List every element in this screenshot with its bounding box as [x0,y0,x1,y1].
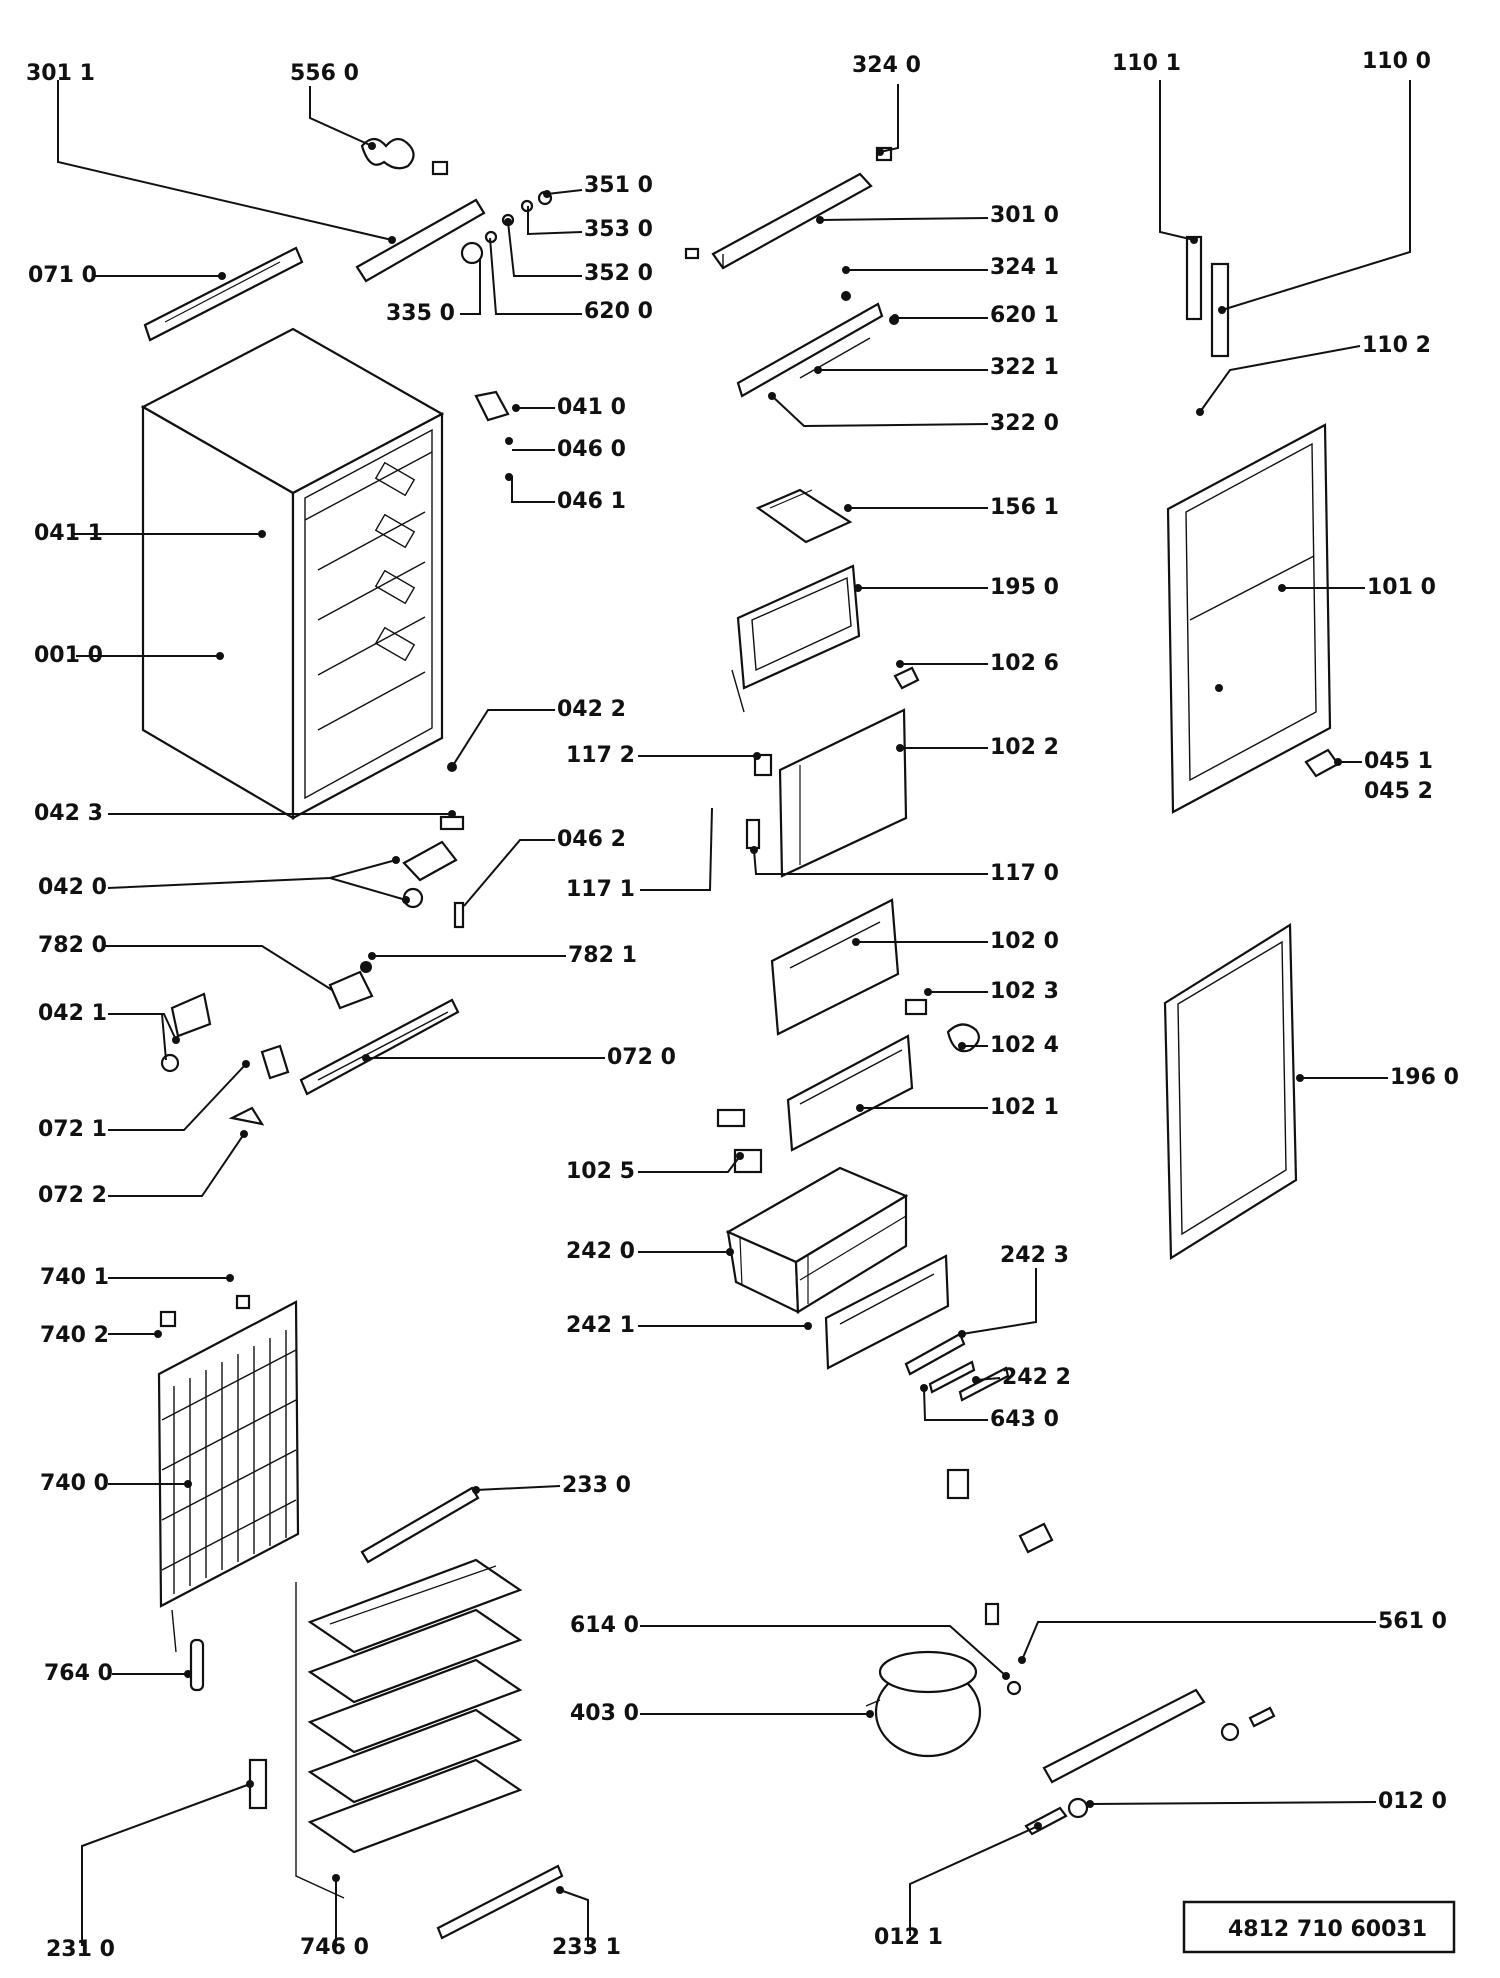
label-046-0: 046 0 [557,437,626,462]
label-042-1: 042 1 [38,1001,107,1026]
label-322-1: 322 1 [990,355,1059,380]
document-number: 4812 710 60031 [1228,1917,1427,1942]
label-042-0: 042 0 [38,875,107,900]
evaporator-door-195-0 [731,564,861,713]
label-101-0: 101 0 [1367,575,1436,600]
label-072-1: 072 1 [38,1117,107,1142]
label-231-0: 231 0 [46,1937,115,1962]
label-353-0: 353 0 [584,217,653,242]
label-556-0: 556 0 [290,61,359,86]
basket-front-242-1 [824,1254,1010,1402]
label-614-0: 614 0 [570,1613,639,1638]
label-620-1: 620 1 [990,303,1059,328]
label-233-0: 233 0 [562,1473,631,1498]
part-labels: 301 1 556 0 324 0 110 1 110 0 351 0 353 … [26,49,1459,1962]
label-335-0: 335 0 [386,301,455,326]
drawer-front-102-1 [716,1034,914,1174]
label-156-1: 156 1 [990,495,1059,520]
label-233-1: 233 1 [552,1935,621,1960]
label-012-1: 012 1 [874,1925,943,1950]
label-042-3: 042 3 [34,801,103,826]
label-195-0: 195 0 [990,575,1059,600]
label-102-0: 102 0 [990,929,1059,954]
label-110-2: 110 2 [1362,333,1431,358]
label-242-0: 242 0 [566,1239,635,1264]
label-561-0: 561 0 [1378,1609,1447,1634]
label-242-1: 242 1 [566,1313,635,1338]
label-071-0: 071 0 [28,263,97,288]
label-301-1: 301 1 [26,61,95,86]
label-117-1: 117 1 [566,877,635,902]
label-746-0: 746 0 [300,1935,369,1960]
shelves-746-0 [248,1558,523,1899]
label-764-0: 764 0 [44,1661,113,1686]
label-012-0: 012 0 [1378,1789,1447,1814]
label-046-2: 046 2 [557,827,626,852]
label-301-0: 301 0 [990,203,1059,228]
hinge-parts-042 [160,762,465,1126]
door-flap-102-2 [745,666,920,878]
label-046-1: 046 1 [557,489,626,514]
label-643-0: 643 0 [990,1407,1059,1432]
label-102-4: 102 4 [990,1033,1059,1058]
label-102-2: 102 2 [990,735,1059,760]
label-196-0: 196 0 [1390,1065,1459,1090]
basket-242-0 [725,1166,909,1314]
bottom-rail-072-0 [299,961,460,1096]
label-324-0: 324 0 [852,53,921,78]
label-102-6: 102 6 [990,651,1059,676]
label-045-2: 045 2 [1364,779,1433,804]
label-403-0: 403 0 [570,1701,639,1726]
condenser-740-0 [157,1294,300,1692]
shelf-supports-233 [360,1486,564,1940]
label-242-3: 242 3 [1000,1243,1069,1268]
upper-panel-301-0 [684,146,893,270]
compressor-403-0 [865,1468,1054,1758]
rail-322 [736,291,899,398]
label-117-0: 117 0 [990,861,1059,886]
label-740-2: 740 2 [40,1323,109,1348]
label-322-0: 322 0 [990,411,1059,436]
label-782-1: 782 1 [568,943,637,968]
cabinet-001-0 [140,327,445,820]
label-102-5: 102 5 [566,1159,635,1184]
control-panel-301-1 [355,137,553,283]
label-042-2: 042 2 [557,697,626,722]
gasket-196-0 [1163,923,1298,1260]
document-number-box: 4812 710 60031 [1182,1900,1456,1954]
label-001-0: 001 0 [34,643,103,668]
label-102-1: 102 1 [990,1095,1059,1120]
ice-tray-156-1 [755,488,853,544]
label-351-0: 351 0 [584,173,653,198]
label-740-1: 740 1 [40,1265,109,1290]
label-324-1: 324 1 [990,255,1059,280]
label-242-2: 242 2 [1002,1365,1071,1390]
base-plate-012 [1024,1688,1276,1836]
top-cover-071-0 [143,246,304,342]
label-102-3: 102 3 [990,979,1059,1004]
label-782-0: 782 0 [38,933,107,958]
drawer-front-102-0 [770,898,980,1053]
label-041-1: 041 1 [34,521,103,546]
label-110-1: 110 1 [1112,51,1181,76]
leader-lines [57,80,1411,1946]
label-352-0: 352 0 [584,261,653,286]
label-072-2: 072 2 [38,1183,107,1208]
label-740-0: 740 0 [40,1471,109,1496]
label-041-0: 041 0 [557,395,626,420]
label-072-0: 072 0 [607,1045,676,1070]
label-045-1: 045 1 [1364,749,1433,774]
freezer-door-101-0 [1166,235,1340,814]
label-110-0: 110 0 [1362,49,1431,74]
label-620-0: 620 0 [584,299,653,324]
label-117-2: 117 2 [566,743,635,768]
bracket-041-0 [474,390,513,481]
leader-endpoints [154,142,1342,1894]
